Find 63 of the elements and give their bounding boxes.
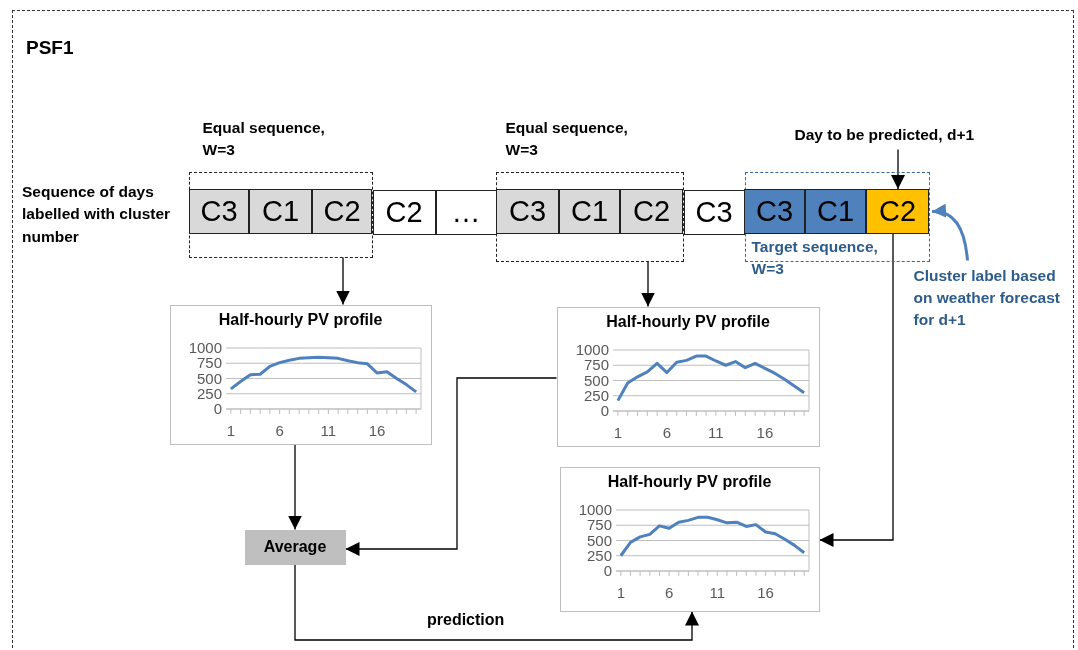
arrow — [818, 233, 894, 547]
axis-tick-label: 1000 — [578, 500, 612, 518]
axis-tick-label: 16 — [368, 421, 385, 439]
day-cell: C1 — [249, 189, 312, 234]
annotation-text: Cluster label based on weather forecast for d+1 — [913, 264, 1074, 337]
day-cell: … — [435, 189, 497, 235]
axis-tick-label: 16 — [756, 423, 773, 441]
axis-tick-label: 16 — [756, 583, 774, 601]
chart-title: Half-hourly PV profile — [605, 312, 771, 331]
axis-tick-label: 250 — [196, 384, 222, 402]
axis-tick-label: 6 — [664, 583, 673, 601]
process-box: Average — [244, 529, 346, 565]
dashed-frame — [12, 10, 1074, 648]
day-cell: C1 — [805, 189, 866, 234]
chart-title: Half-hourly PV profile — [217, 310, 384, 329]
arrow — [288, 443, 302, 531]
axis-tick-label: 1000 — [188, 338, 222, 356]
edge-label: prediction — [425, 611, 507, 629]
day-cell: C2 — [312, 189, 372, 234]
axis-tick-label: 500 — [196, 369, 222, 386]
row-label: Sequence of days labelled with cluster number — [22, 182, 172, 247]
day-cell: C1 — [559, 189, 620, 234]
axis-tick-label: 11 — [320, 421, 336, 439]
axis-tick-label: 0 — [603, 561, 612, 579]
axis-tick-label: 11 — [709, 583, 725, 601]
axis-tick-label: 1 — [613, 423, 622, 441]
axis-tick-label: 6 — [274, 421, 284, 439]
axis-tick-label: 500 — [583, 371, 609, 388]
axis-tick-label: 750 — [586, 515, 612, 533]
axis-tick-label: 500 — [586, 531, 612, 548]
axis-tick-label: 750 — [196, 353, 222, 371]
axis-tick-label: 11 — [707, 423, 724, 441]
annotation-text: Day to be predicted, d+1 — [794, 125, 1017, 150]
group-heading: Equal sequence, W=3 — [202, 117, 326, 160]
axis-tick-label: 1 — [226, 421, 235, 439]
axis-tick-label: 0 — [600, 401, 609, 419]
group-label: Target sequence, W=3 — [751, 236, 879, 279]
arrow — [336, 256, 350, 306]
axis-tick-label: 6 — [662, 423, 671, 441]
chart-panel — [169, 304, 432, 445]
day-cell: C2 — [620, 189, 683, 234]
day-cell: C3 — [189, 189, 249, 234]
day-cell: C3 — [683, 189, 745, 235]
group-heading: Equal sequence, W=3 — [505, 117, 629, 160]
chart-panel — [556, 306, 820, 447]
arrow — [932, 204, 969, 261]
day-cell: C2 — [372, 189, 436, 235]
day-cell: C3 — [496, 189, 559, 234]
arrow — [641, 260, 655, 308]
axis-tick-label: 0 — [213, 399, 222, 417]
day-cell: C3 — [744, 189, 805, 234]
arrow — [344, 377, 558, 556]
chart-title: Half-hourly PV profile — [606, 472, 773, 491]
frame-title: PSF1 — [26, 37, 74, 59]
chart-panel — [559, 466, 820, 612]
axis-tick-label: 1000 — [575, 340, 609, 358]
axis-tick-label: 750 — [583, 355, 609, 373]
axis-tick-label: 1 — [616, 583, 625, 601]
axis-tick-label: 250 — [583, 386, 609, 404]
day-cell: C2 — [866, 189, 929, 234]
axis-tick-label: 250 — [586, 546, 612, 564]
arrow — [294, 563, 699, 641]
arrow — [891, 148, 905, 190]
